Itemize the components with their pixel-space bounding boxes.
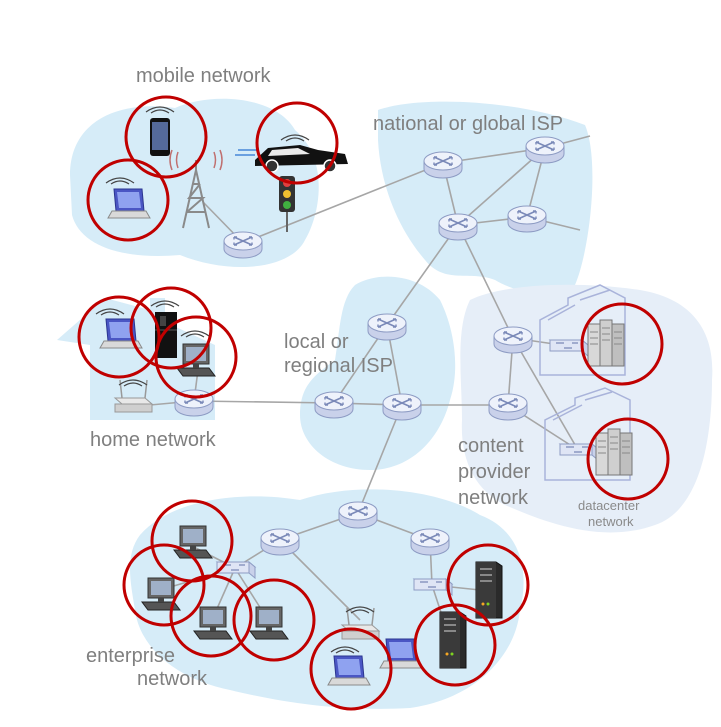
label-local-isp-line1: local or xyxy=(284,331,349,353)
label-national-isp: national or global ISP xyxy=(373,113,564,135)
host-circle xyxy=(86,158,170,242)
host-circle xyxy=(586,417,670,501)
smartphone-icon xyxy=(145,106,175,156)
router-icon xyxy=(382,393,422,421)
router-icon xyxy=(367,313,407,341)
host-circle xyxy=(77,295,161,379)
host-circle xyxy=(169,574,253,658)
label-content-provider-line3: network xyxy=(458,487,529,509)
label-local-isp-line2: regional ISP xyxy=(284,355,393,377)
cell-tower-icon xyxy=(169,149,223,229)
router-icon xyxy=(493,326,533,354)
router-icon xyxy=(507,205,547,233)
router-icon xyxy=(223,231,263,259)
host-circle xyxy=(154,315,238,399)
label-content-provider-line2: provider xyxy=(458,461,531,483)
label-home-network: home network xyxy=(90,429,216,451)
server-rack-icon xyxy=(595,428,633,476)
router-icon xyxy=(338,501,378,529)
host-circle xyxy=(124,95,208,179)
router-icon xyxy=(423,151,463,179)
label-datacenter-line2: network xyxy=(588,514,634,529)
router-icon xyxy=(410,528,450,556)
host-circle xyxy=(122,543,206,627)
host-circle xyxy=(413,603,497,687)
label-enterprise-line2: network xyxy=(137,668,208,690)
label-datacenter-line1: datacenter xyxy=(578,498,640,513)
label-mobile-network: mobile network xyxy=(136,65,271,87)
host-circle xyxy=(129,286,213,370)
label-enterprise-line1: enterprise xyxy=(86,645,175,667)
wifi-access-point-icon xyxy=(113,379,154,413)
host-circles xyxy=(77,95,670,711)
host-circle xyxy=(255,101,339,185)
host-circle xyxy=(232,578,316,662)
router-icon xyxy=(314,391,354,419)
router-icon xyxy=(260,528,300,556)
router-icon xyxy=(525,136,565,164)
router-icon xyxy=(488,393,528,421)
host-circle xyxy=(580,302,664,386)
label-content-provider-line1: content xyxy=(458,435,524,457)
host-circle xyxy=(309,627,393,711)
router-icon xyxy=(438,213,478,241)
server-rack-icon xyxy=(587,319,625,367)
region-local-isp xyxy=(300,276,456,470)
